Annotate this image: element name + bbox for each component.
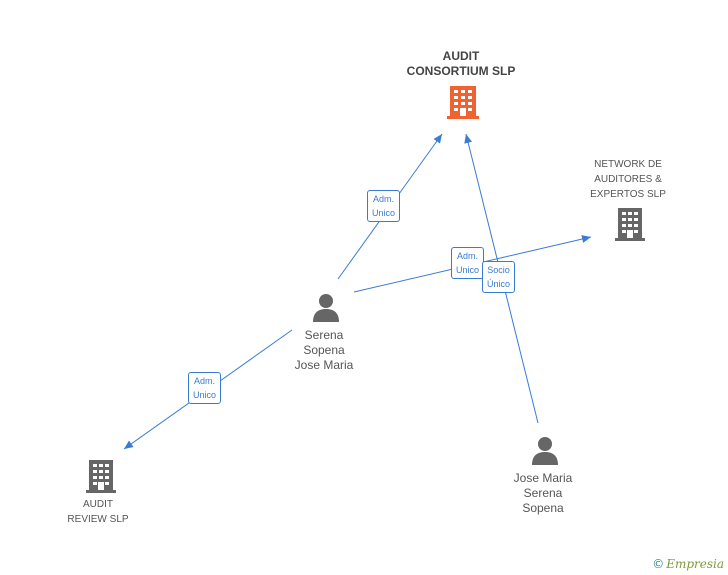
node-jose-maria[interactable]: Jose Maria Serena Sopena [493,471,593,516]
node-label-line: Jose Maria [294,358,354,372]
node-label-line: AUDIT [442,49,480,63]
node-serena[interactable]: Serena Sopena Jose Maria [274,328,374,373]
building-icon [447,86,479,119]
edge-label-line: Adm. [457,251,479,261]
node-label-line: Jose Maria [513,471,573,485]
person-icon [532,437,558,465]
node-audit-review[interactable]: AUDIT REVIEW SLP [48,497,148,527]
edge-label-line: Unico [193,390,217,400]
edge-label-line: Unico [372,208,396,218]
node-label-line: REVIEW SLP [67,514,129,525]
node-label-line: NETWORK DE [594,159,662,170]
node-label-line: CONSORTIUM SLP [406,64,516,78]
person-icon [313,294,339,322]
node-label-line: EXPERTOS SLP [590,189,666,200]
node-audit-consortium[interactable]: AUDIT CONSORTIUM SLP [398,49,524,79]
node-network[interactable]: NETWORK DE AUDITORES & EXPERTOS SLP [578,157,678,202]
edge-label-adm-unico: Adm. Unico [367,190,401,222]
node-label-line: AUDIT [83,499,113,510]
building-icon [86,460,116,493]
node-label-line: Serena [523,486,563,500]
edge-label-line: Adm. [373,194,395,204]
building-icon [615,208,645,241]
node-label-line: Sopena [522,501,564,515]
edge-label-adm-unico: Adm. Unico [188,372,222,404]
edge-label-adm-unico: Adm. Unico [451,247,485,279]
copyright-icon: © [652,557,665,571]
edge-label-line: Único [487,279,511,289]
edge-label-line: Adm. [194,376,216,386]
node-label-line: Serena [304,328,344,342]
brand-name: Empresia [666,557,724,571]
edge-label-socio-unico: Socio Único [482,261,516,293]
edge-label-line: Unico [456,265,480,275]
node-label-line: AUDITORES & [594,174,662,185]
edge-label-line: Socio [487,265,510,275]
node-label-line: Sopena [303,343,345,357]
empresia-logo[interactable]: ©Empresia [652,557,724,571]
